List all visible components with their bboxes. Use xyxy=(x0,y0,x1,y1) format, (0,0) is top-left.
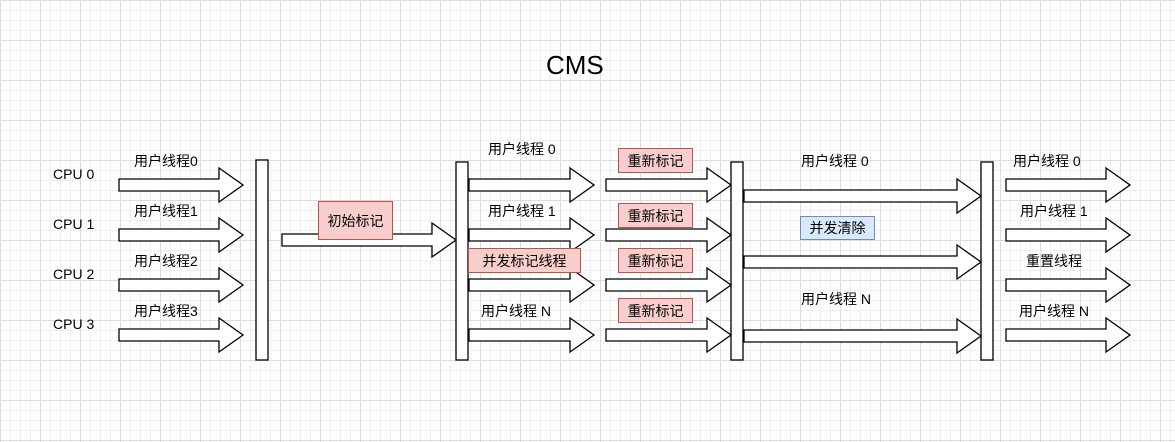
cpu-label: CPU 0 xyxy=(53,166,95,182)
reset-thread-label: 重置线程 xyxy=(1026,253,1082,269)
remark-arrow xyxy=(605,216,733,254)
thread-arrow xyxy=(1005,316,1132,354)
concurrent-mark-box: 并发标记线程 xyxy=(468,248,581,273)
remark-arrow xyxy=(605,266,733,304)
initial-mark-arrow xyxy=(281,221,458,259)
thread-arrow xyxy=(1005,166,1132,204)
thread-arrow xyxy=(743,177,983,215)
thread-arrow xyxy=(468,216,596,254)
barrier-4 xyxy=(980,161,994,361)
cpu-label: CPU 3 xyxy=(53,316,95,332)
thread-label: 用户线程 0 xyxy=(801,153,869,169)
thread-arrow xyxy=(118,216,245,254)
remark-box: 重新标记 xyxy=(618,148,693,173)
thread-arrow xyxy=(743,243,983,281)
thread-label: 用户线程0 xyxy=(134,153,198,169)
thread-arrow xyxy=(118,166,245,204)
thread-label: 用户线程 N xyxy=(1019,303,1089,319)
initial-mark-box: 初始标记 xyxy=(318,201,393,240)
thread-arrow xyxy=(743,317,983,355)
thread-label: 用户线程 1 xyxy=(1020,203,1088,219)
barrier-3 xyxy=(730,161,744,361)
thread-arrow xyxy=(118,316,245,354)
thread-arrow xyxy=(468,316,596,354)
cpu-label: CPU 1 xyxy=(53,216,95,232)
diagram-title: CMS xyxy=(546,50,604,80)
barrier-2 xyxy=(455,161,469,361)
thread-arrow xyxy=(468,266,596,304)
cpu-label: CPU 2 xyxy=(53,266,95,282)
remark-arrow xyxy=(605,166,733,204)
thread-label: 用户线程 0 xyxy=(1013,153,1081,169)
barrier-1 xyxy=(255,159,269,361)
remark-box: 重新标记 xyxy=(618,298,693,323)
thread-arrow xyxy=(118,266,245,304)
remark-box: 重新标记 xyxy=(618,203,693,228)
thread-arrow xyxy=(1005,216,1132,254)
thread-arrow xyxy=(468,166,596,204)
thread-arrow xyxy=(1005,266,1132,304)
remark-box: 重新标记 xyxy=(618,248,693,273)
thread-label: 用户线程 N xyxy=(481,303,551,319)
thread-label: 用户线程 N xyxy=(801,291,871,307)
thread-label: 用户线程1 xyxy=(134,203,198,219)
concurrent-sweep-box: 并发清除 xyxy=(800,216,875,240)
thread-label: 用户线程2 xyxy=(134,253,198,269)
thread-label: 用户线程 0 xyxy=(488,141,556,157)
thread-label: 用户线程 1 xyxy=(488,203,556,219)
remark-arrow xyxy=(605,316,733,354)
thread-label: 用户线程3 xyxy=(134,303,198,319)
